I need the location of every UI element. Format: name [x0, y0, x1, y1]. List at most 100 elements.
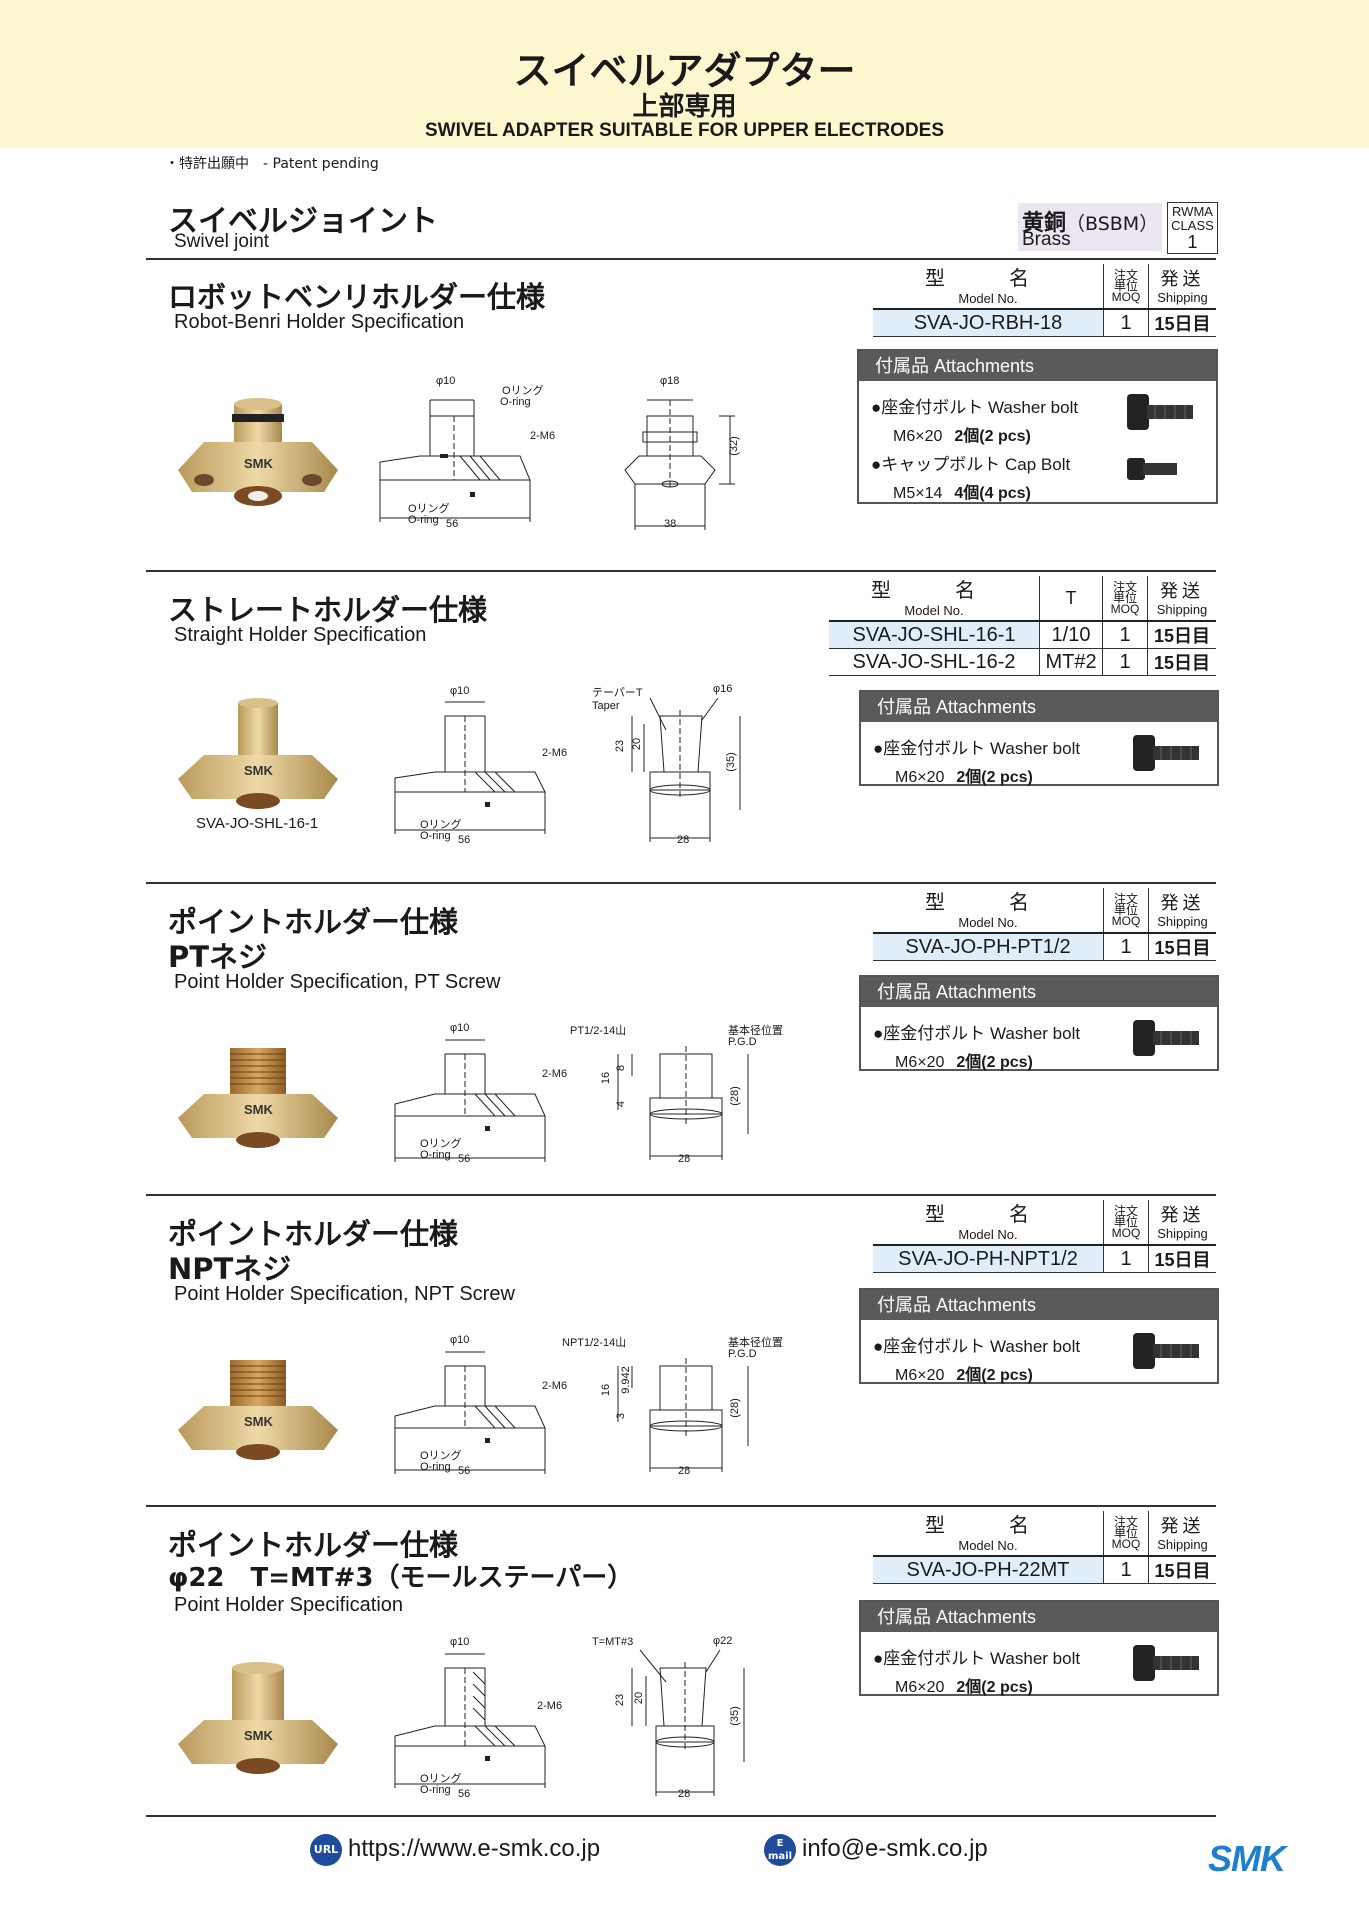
moq-cell: 1 [1103, 309, 1149, 337]
dim-label: 28 [678, 1153, 691, 1165]
dim-label: テーパーT [592, 687, 643, 699]
table-row: SVA-JO-PH-NPT1/2 1 15日目 [873, 1245, 1216, 1273]
dim-label: 16 [600, 1071, 613, 1085]
dim-label: 3 [615, 1412, 628, 1420]
category-title: スイベルジョイント [168, 204, 438, 239]
dim-label: 16 [600, 1383, 613, 1397]
dim-label: O-ring [408, 514, 439, 526]
material-box [1018, 203, 1162, 251]
section-3-attachments: 付属品 Attachments ●座金付ボルト Washer bolt M6×2… [859, 975, 1219, 1071]
dim-label: Oリング [420, 1138, 462, 1150]
dim-label: φ10 [436, 375, 456, 387]
section-divider [146, 1815, 1216, 1817]
section-5-drawing-right [631, 1649, 745, 1796]
shipping-cell: 15日目 [1147, 621, 1216, 649]
dim-label: 38 [664, 518, 677, 530]
cap-bolt-icon [1127, 458, 1177, 480]
dim-label: O-ring [420, 830, 451, 842]
shipping-cell: 15日目 [1148, 933, 1216, 961]
dim-label: Oリング [420, 1773, 462, 1785]
dim-label: 20 [633, 1691, 646, 1705]
dim-label: 2-M6 [542, 1068, 568, 1080]
section-divider [146, 258, 1216, 260]
section-4-title-2: NPTネジ [168, 1252, 292, 1286]
table-row: SVA-JO-PH-22MT 1 15日目 [873, 1556, 1216, 1584]
dim-label: Oリング [408, 503, 450, 515]
section-2-title-en: Straight Holder Specification [174, 624, 427, 646]
dim-label: P.G.D [728, 1036, 757, 1048]
mail-icon: E mail [764, 1834, 796, 1866]
dim-label: φ16 [713, 683, 733, 695]
dim-label: 基本径位置 [728, 1025, 783, 1037]
section-1-attachments: 付属品 Attachments ●座金付ボルト Washer bolt M6×2… [857, 349, 1218, 504]
photo-caption: SVA-JO-SHL-16-1 [196, 815, 319, 832]
attachments-header: 付属品 Attachments [861, 977, 1217, 1007]
table-row: SVA-JO-RBH-18 1 15日目 [873, 309, 1216, 337]
section-5-drawing-left [394, 1653, 546, 1788]
dim-label: 20 [631, 737, 644, 751]
dim-label: 23 [614, 739, 627, 753]
dim-label: O-ring [420, 1461, 451, 1473]
photo-logo: SMK [244, 763, 274, 778]
dim-label: φ10 [450, 1334, 470, 1346]
dim-label: 2-M6 [542, 1380, 568, 1392]
section-5-product-photo: SMK [178, 1662, 338, 1774]
section-2-product-photo: SMK [178, 698, 338, 809]
dim-label: φ10 [450, 685, 470, 697]
moq-cell: 1 [1102, 621, 1148, 649]
smk-logo: SMK [1208, 1838, 1286, 1879]
attachments-header: 付属品 Attachments [861, 692, 1217, 722]
section-5-attachments: 付属品 Attachments ●座金付ボルト Washer bolt M6×2… [859, 1600, 1219, 1696]
section-1-drawing-right [624, 399, 735, 530]
dim-label: (28) [728, 1398, 741, 1418]
section-4-attachments: 付属品 Attachments ●座金付ボルト Washer bolt M6×2… [859, 1288, 1219, 1384]
footer-email-link[interactable]: info@e-smk.co.jp [802, 1835, 988, 1862]
model-cell: SVA-JO-SHL-16-1 [829, 621, 1040, 649]
dim-label: (28) [728, 1086, 741, 1106]
section-5-title-en: Point Holder Specification [174, 1594, 404, 1616]
dim-label: φ10 [450, 1636, 470, 1648]
footer-url-link[interactable]: https://www.e-smk.co.jp [348, 1835, 601, 1862]
section-1-title: ロボットベンリホルダー仕様 [168, 280, 546, 314]
table-row: SVA-JO-PH-PT1/2 1 15日目 [873, 933, 1216, 961]
dim-label: (35) [724, 752, 737, 772]
page-subtitle: 上部専用 [632, 92, 737, 122]
washer-bolt-icon [1133, 735, 1199, 771]
section-5-title: ポイントホルダー仕様 [168, 1528, 459, 1562]
t-cell: 1/10 [1039, 621, 1103, 649]
dim-label: 2-M6 [537, 1700, 563, 1712]
table-row: SVA-JO-SHL-16-2 MT#2 1 15日目 [829, 648, 1216, 676]
section-divider [146, 882, 1216, 884]
section-3-title-en: Point Holder Specification, PT Screw [174, 971, 501, 993]
rwma-class-box: RWMA CLASS 1 [1167, 202, 1218, 254]
washer-bolt-icon [1133, 1645, 1199, 1681]
dim-label: O-ring [420, 1149, 451, 1161]
dim-label: φ22 [713, 1635, 733, 1647]
section-1-product-photo: SMK [178, 398, 338, 506]
rwma-class: 1 [1187, 232, 1198, 252]
dim-label: 56 [446, 518, 459, 530]
section-1-title-en: Robot-Benri Holder Specification [174, 311, 465, 333]
photo-logo: SMK [244, 1728, 274, 1743]
shipping-cell: 15日目 [1147, 648, 1216, 676]
section-5-title-2: φ22 T=MT#3（モールステーパー） [168, 1563, 634, 1593]
table-row: SVA-JO-SHL-16-1 1/10 1 15日目 [829, 621, 1216, 649]
material-en: Brass [1022, 229, 1071, 250]
moq-cell: 1 [1103, 933, 1149, 961]
category-title-en: Swivel joint [174, 231, 270, 252]
